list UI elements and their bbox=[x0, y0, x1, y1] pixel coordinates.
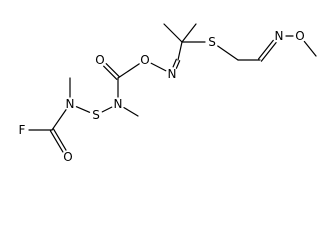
bond-C_imine-C_quat bbox=[177, 41, 183, 61]
bond-C_quat-C_me4 bbox=[181, 23, 197, 43]
bond-O3-N3 bbox=[150, 62, 167, 72]
bond-N1-S1 bbox=[75, 106, 91, 113]
bond-line bbox=[103, 65, 118, 80]
bond-O4-C_ome bbox=[303, 40, 317, 57]
atom-labels: F O N S N O O N S N O bbox=[19, 29, 305, 162]
bond-line bbox=[217, 45, 239, 61]
bond-C_carb-O3 bbox=[117, 63, 140, 79]
atom-label-N3: N bbox=[168, 67, 177, 81]
atom-label-O4: O bbox=[295, 29, 304, 43]
bond-line bbox=[260, 42, 277, 62]
bond-line bbox=[51, 109, 67, 131]
bond-line bbox=[175, 60, 181, 69]
bond-line bbox=[49, 130, 64, 153]
bond-S2-C_ch2 bbox=[217, 45, 239, 61]
bond-line bbox=[257, 39, 274, 60]
bond-N3-C_imine bbox=[172, 58, 181, 69]
atom-label-N1: N bbox=[66, 97, 75, 111]
bond-C_quat-C_me3 bbox=[163, 23, 183, 43]
atom-label-S1: S bbox=[92, 108, 100, 122]
atom-label-O2: O bbox=[95, 53, 104, 67]
bonds bbox=[28, 23, 317, 153]
bond-line bbox=[52, 128, 67, 151]
bond-line bbox=[181, 23, 197, 43]
bond-line bbox=[75, 106, 91, 113]
atom-label-O3: O bbox=[140, 53, 149, 67]
bond-C_carb-O2 bbox=[103, 63, 120, 80]
bond-line bbox=[105, 63, 120, 78]
bond-line bbox=[101, 106, 113, 113]
bond-line bbox=[163, 23, 183, 43]
bond-line bbox=[177, 41, 183, 61]
atom-label-S2: S bbox=[208, 35, 216, 49]
atom-label-O1: O bbox=[63, 150, 72, 162]
bond-C_acylF-N1 bbox=[51, 109, 67, 131]
bond-line bbox=[117, 63, 140, 79]
bond-line bbox=[150, 62, 167, 72]
atom-label-F1: F bbox=[19, 123, 26, 137]
bond-line bbox=[172, 58, 177, 68]
molecule-structure: F O N S N O O N S N O bbox=[19, 23, 317, 162]
atom-label-N2: N bbox=[114, 97, 123, 111]
bond-C_ald-N4 bbox=[257, 39, 277, 62]
bond-line bbox=[123, 107, 139, 117]
atom-label-N4: N bbox=[275, 29, 284, 43]
bond-C_acylF-O1 bbox=[49, 128, 67, 153]
bond-line bbox=[303, 40, 317, 57]
bond-S1-N2 bbox=[101, 106, 113, 113]
bond-N2-C_me2 bbox=[123, 107, 139, 117]
